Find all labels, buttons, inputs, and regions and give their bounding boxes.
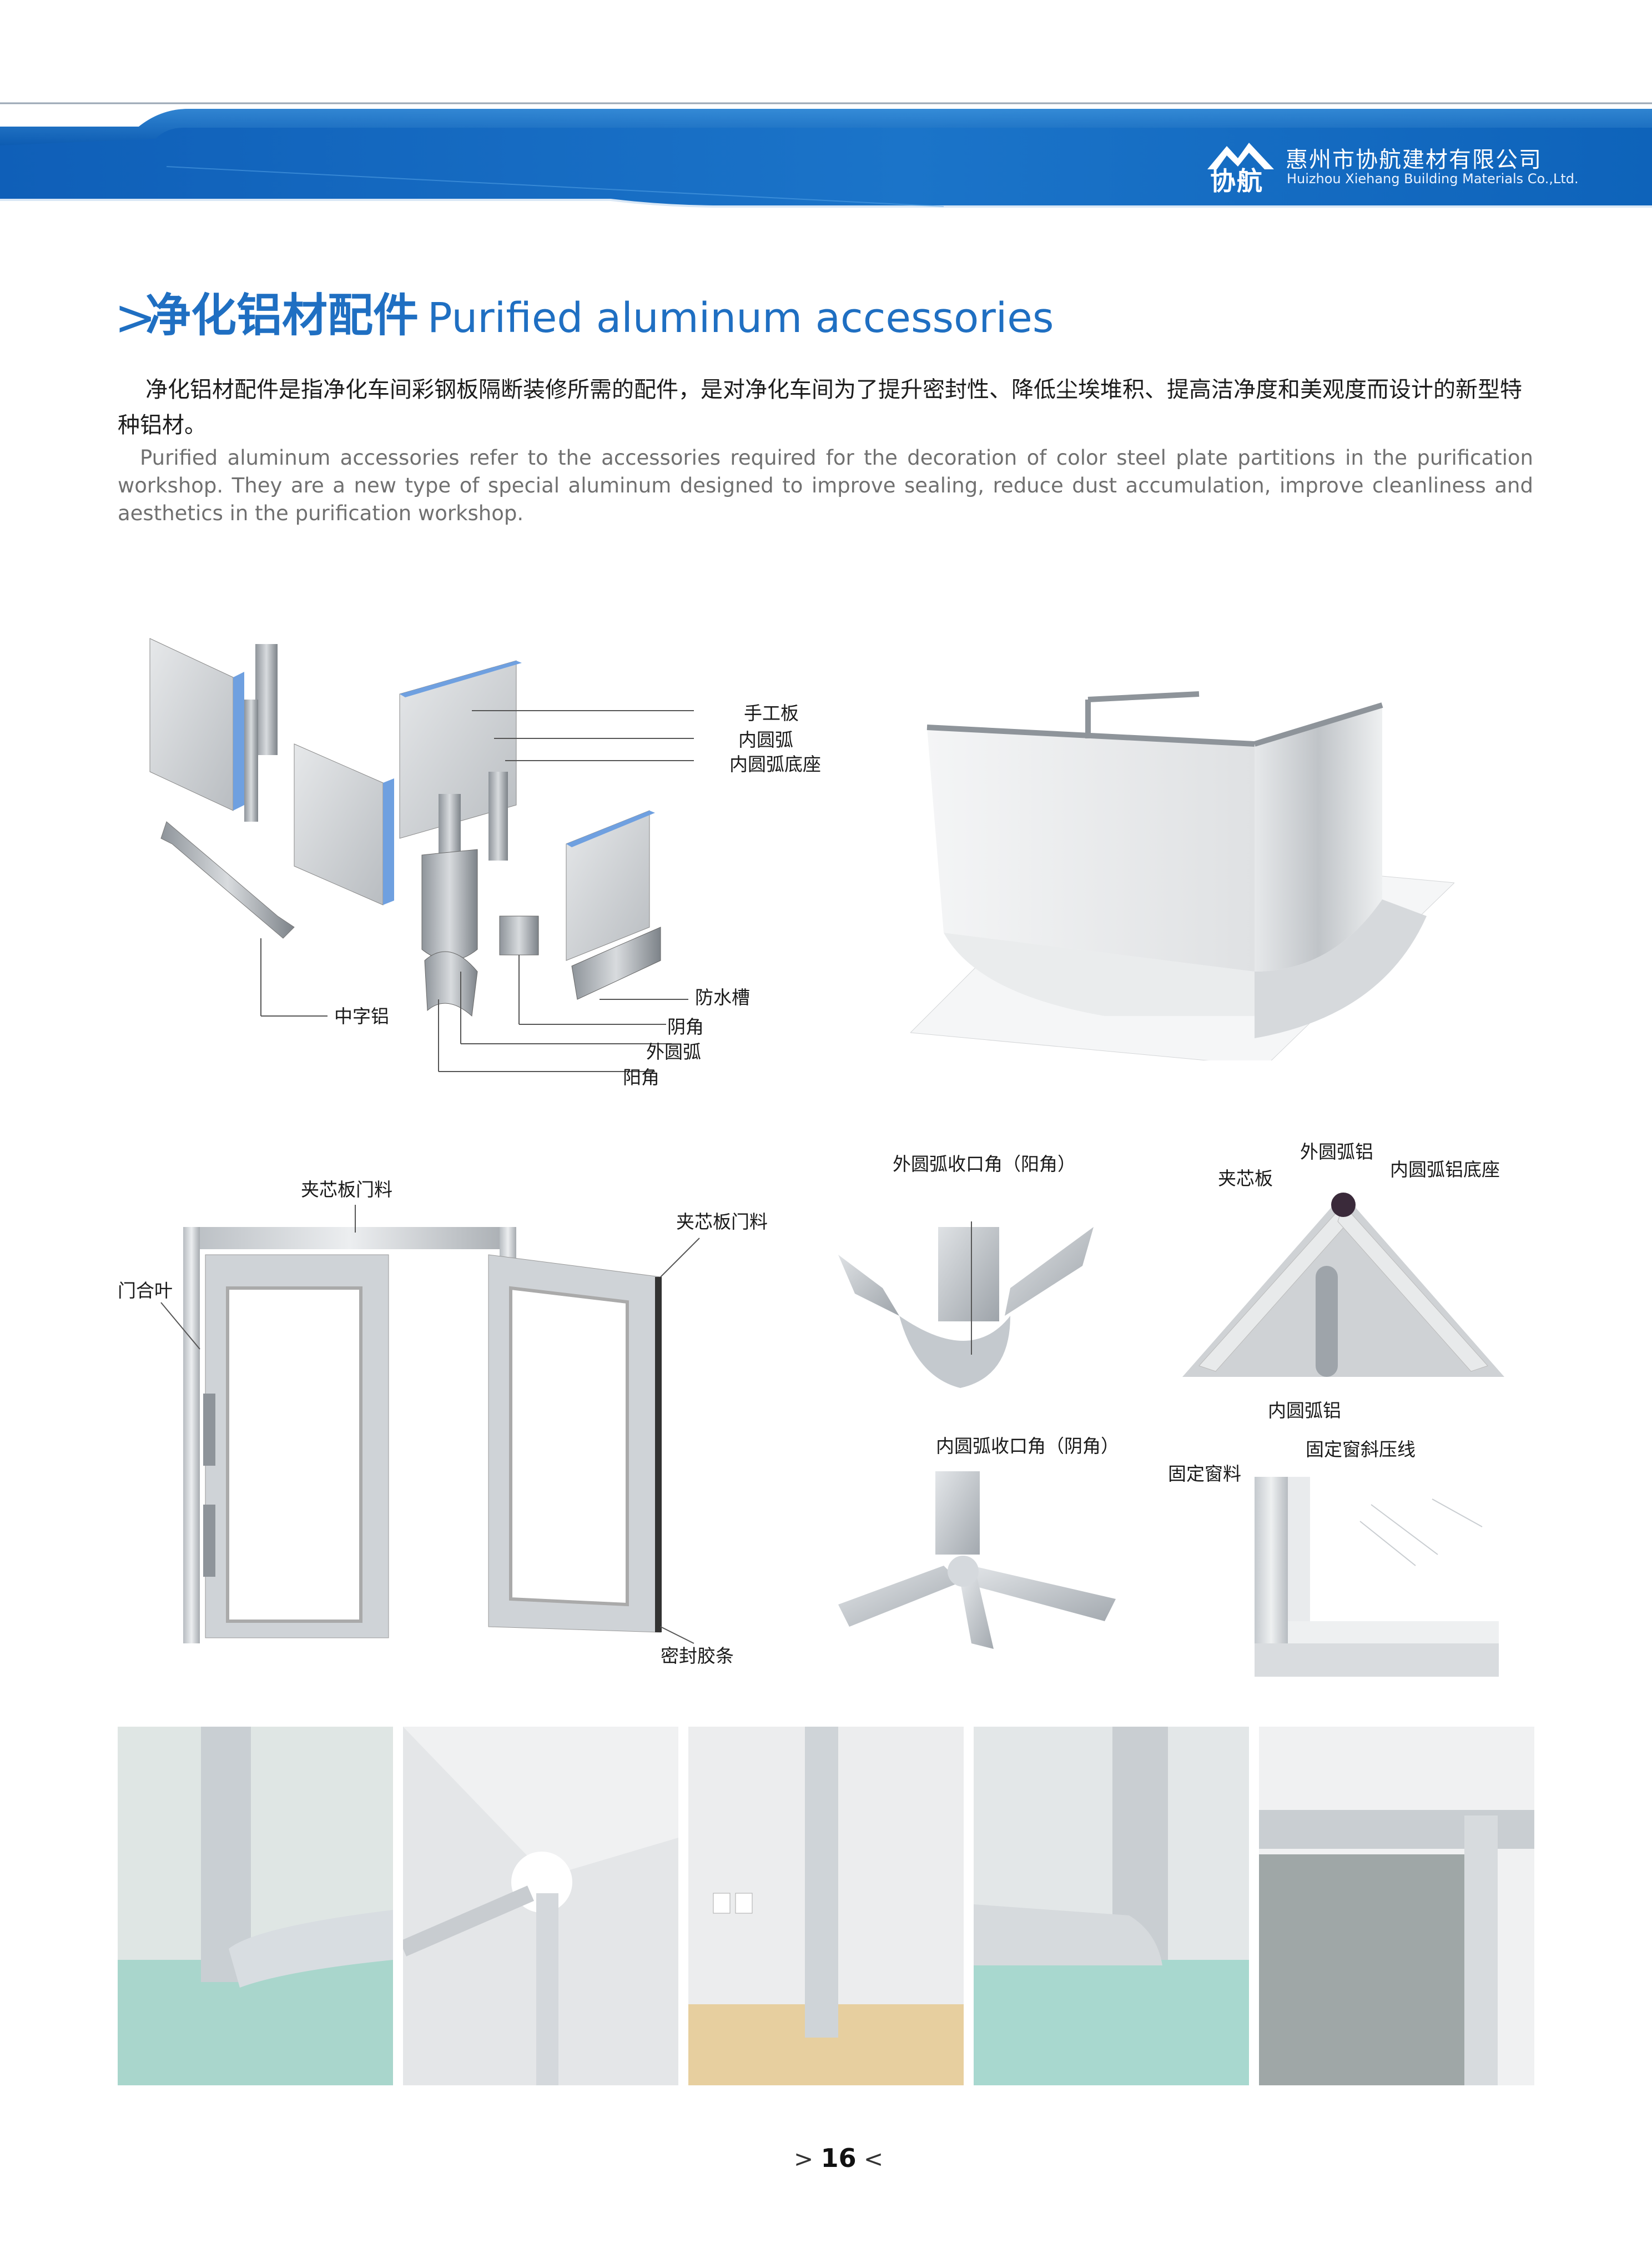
- label-fixed-window-bead: 固定窗斜压线: [1306, 1439, 1416, 1460]
- label-inner-arc: 内圆弧: [738, 729, 793, 751]
- label-inner-arc-aluminum: 内圆弧铝: [1268, 1400, 1341, 1421]
- photo-fixed-window: [1259, 1727, 1534, 2085]
- label-outer-arc-aluminum: 外圆弧铝: [1300, 1141, 1373, 1163]
- sandwich-panel-section: [1182, 1193, 1504, 1377]
- page-title-cn: 净化铝材配件: [145, 289, 419, 342]
- fixed-window-render: [1255, 1477, 1499, 1677]
- label-outer-corner: 阳角: [623, 1067, 659, 1088]
- title-chevron-icon: >: [114, 289, 157, 347]
- page-right-mark: <: [863, 2145, 884, 2172]
- intro-paragraph-en: Purified aluminum accessories refer to t…: [118, 446, 1533, 525]
- header-band: [0, 102, 1652, 208]
- photo-floor-corner-green: [974, 1727, 1249, 2085]
- label-inner-arc-closing: 内圆弧收口角（阴角）: [936, 1435, 1119, 1457]
- company-logo-icon: [1207, 143, 1274, 169]
- exploded-assembly-diagram: [149, 638, 694, 1072]
- outer-arc-closing-render: [838, 1221, 1094, 1388]
- label-inner-arc-aluminum-base: 内圆弧铝底座: [1390, 1159, 1500, 1180]
- company-name-cn: 惠州市协航建材有限公司: [1286, 147, 1542, 173]
- label-fixed-window-material: 固定窗料: [1168, 1463, 1241, 1485]
- label-door-frame-top: 夹芯板门料: [301, 1179, 392, 1200]
- label-inner-arc-base: 内圆弧底座: [729, 753, 821, 775]
- company-name-en: Huizhou Xiehang Building Materials Co.,L…: [1287, 171, 1579, 187]
- page-number-value: 16: [820, 2143, 857, 2173]
- inner-arc-closing-render: [838, 1471, 1116, 1649]
- label-door-hinge: 门合叶: [118, 1280, 173, 1301]
- label-middle-h-aluminum: 中字铝: [334, 1005, 389, 1027]
- label-outer-arc: 外圆弧: [646, 1041, 701, 1063]
- room-corner-render: [910, 691, 1454, 1060]
- photo-ceiling-corner: [403, 1727, 678, 2085]
- company-logo-text: 协航: [1210, 166, 1263, 196]
- label-waterproof-groove: 防水槽: [695, 987, 750, 1008]
- label-outer-arc-closing: 外圆弧收口角（阳角）: [893, 1153, 1076, 1175]
- label-handmade-panel: 手工板: [744, 702, 799, 724]
- double-door-render: [183, 1227, 662, 1643]
- label-sandwich-panel: 夹芯板: [1218, 1168, 1273, 1189]
- photo-wall-column-floor: [688, 1727, 964, 2085]
- intro-paragraph-cn: 净化铝材配件是指净化车间彩钢板隔断装修所需的配件，是对净化车间为了提升密封性、降…: [118, 377, 1522, 438]
- page-number: > 16 <: [794, 2143, 883, 2173]
- page-left-mark: >: [794, 2145, 814, 2172]
- page-title-en: Purified aluminum accessories: [427, 294, 1054, 342]
- photo-wall-floor-corner: [118, 1727, 393, 2085]
- label-seal-strip: 密封胶条: [661, 1645, 734, 1667]
- label-inner-corner: 阴角: [667, 1016, 704, 1038]
- label-door-frame-right: 夹芯板门料: [676, 1211, 768, 1233]
